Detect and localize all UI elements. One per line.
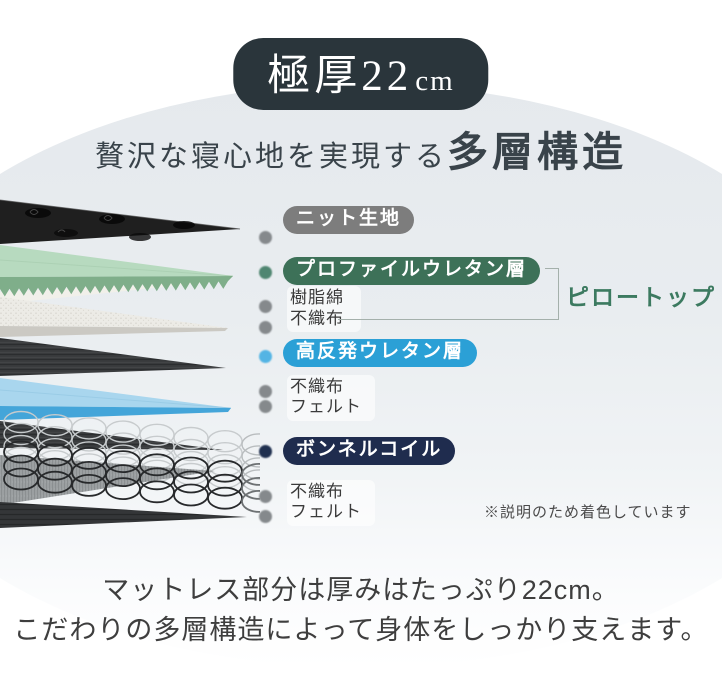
- layer-dot: [259, 510, 272, 523]
- high-resilience-urethane-layer-graphic: [0, 378, 232, 420]
- layer-dot: [259, 385, 272, 398]
- layer-label-high-resilience-urethane: 高反発ウレタン層: [283, 339, 478, 367]
- nonwoven-dark-layer-graphic: [0, 338, 226, 376]
- footer-line-1: マットレス部分は厚みはたっぷり22cm。: [102, 575, 620, 605]
- layer-label-nonwoven-3: 不織布: [290, 482, 344, 501]
- layer-dot: [259, 266, 272, 279]
- layer-dot: [259, 231, 272, 244]
- page-title: 贅沢な寝心地を実現する多層構造: [0, 118, 722, 178]
- layer-dot: [259, 300, 272, 313]
- layer-label-knit-fabric: ニット生地: [283, 206, 415, 234]
- bottom-sheet-graphic: [0, 502, 247, 528]
- layer-label-resin-cotton: 樹脂綿: [290, 288, 344, 307]
- mattress-layers-illustration: [0, 199, 260, 528]
- profiled-urethane-layer-graphic: [0, 245, 234, 304]
- thickness-badge-main: 極厚22: [267, 53, 413, 100]
- pillow-top-bracket: [338, 319, 559, 320]
- pillow-top-label: ピロートップ: [566, 284, 716, 310]
- layer-label-felt-2: フェルト: [290, 502, 362, 521]
- layer-dot: [259, 400, 272, 413]
- footer-description: マットレス部分は厚みはたっぷり22cm。 こだわりの多層構造によって身体をしっか…: [0, 570, 722, 650]
- layer-label-felt-1: フェルト: [290, 397, 362, 416]
- footer-line-2: こだわりの多層構造によって身体をしっかり支えます。: [13, 615, 709, 645]
- sublabel-plate: [287, 286, 361, 332]
- bonnell-coils-front-graphic: [3, 440, 260, 513]
- page-title-emphasis: 多層構造: [447, 129, 627, 175]
- resin-cotton-layer-graphic: [0, 297, 228, 337]
- layer-dot: [259, 490, 272, 503]
- layer-dot: [259, 321, 272, 334]
- sublabel-plate: [287, 375, 375, 421]
- layer-label-nonwoven-2: 不織布: [290, 377, 344, 396]
- layer-label-nonwoven-1: 不織布: [290, 309, 344, 328]
- page-title-prefix: 贅沢な寝心地を実現する: [94, 141, 447, 173]
- pillow-top-bracket: [558, 268, 559, 320]
- layer-dot: [259, 350, 272, 363]
- thickness-badge-unit: cm: [415, 65, 455, 97]
- layer-label-profiled-urethane: プロファイルウレタン層: [283, 257, 541, 285]
- layer-label-bonnell-coil: ボンネルコイル: [283, 437, 456, 465]
- layer-dot: [259, 445, 272, 458]
- sublabel-plate: [287, 480, 375, 526]
- knit-layer-graphic: [0, 199, 241, 244]
- coloring-note: ※説明のため着色しています: [484, 504, 692, 521]
- pillow-top-bracket: [545, 268, 559, 269]
